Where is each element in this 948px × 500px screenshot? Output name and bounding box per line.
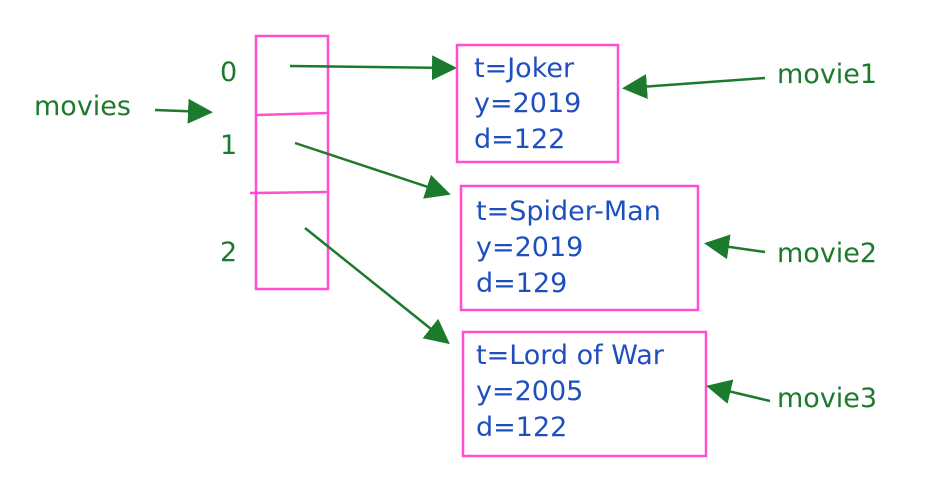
movies-label: movies [34,91,131,122]
movie1-label: movie1 [777,59,877,90]
array-index-0: 0 [220,57,237,88]
object1-duration: d=122 [474,124,565,155]
movie2-arrow [704,234,766,260]
cell0-to-object1-arrow [289,55,457,81]
array-divider-1 [255,111,329,117]
object3-box [461,330,708,458]
movie1-arrow [622,74,766,100]
array-divider-2 [249,190,329,195]
object1-title: t=Joker [474,53,575,84]
array-index-1: 1 [220,130,237,161]
movies-arrow [154,98,213,124]
object1-year: y=2019 [474,88,581,119]
object3-title: t=Lord of War [476,340,665,371]
array-box [254,34,330,291]
object2-box [459,184,700,312]
object3-year: y=2005 [476,376,583,407]
movie3-label: movie3 [777,383,877,414]
movie3-arrow [706,379,771,404]
cell1-to-object2-arrow [294,141,451,199]
object2-duration: d=129 [476,268,567,299]
movie2-label: movie2 [777,238,877,269]
object3-duration: d=122 [476,412,567,443]
object1-box [455,43,620,164]
array-index-2: 2 [220,237,237,268]
object2-title: t=Spider-Man [476,196,661,227]
object2-year: y=2019 [476,232,583,263]
cell2-to-object3-arrow [304,227,450,345]
